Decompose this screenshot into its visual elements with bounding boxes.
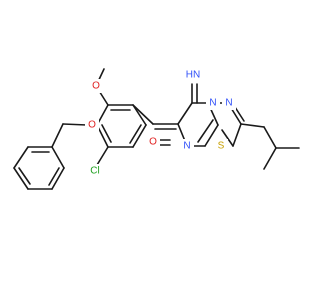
sulfur-label: S — [218, 141, 225, 152]
bond — [263, 126, 277, 149]
bond — [96, 146, 109, 166]
bond — [240, 123, 265, 128]
bond — [132, 124, 147, 148]
bond — [204, 124, 219, 147]
bond — [13, 167, 29, 190]
imine-label: HN — [186, 70, 200, 81]
bond — [197, 119, 214, 143]
chlorine-label: Cl — [90, 166, 99, 177]
bond — [13, 146, 29, 169]
ring-nitrogen-label: N — [225, 98, 232, 109]
methoxy-oxygen-label: O — [92, 81, 100, 92]
bond — [48, 167, 60, 186]
bond — [132, 104, 154, 125]
bond — [232, 123, 242, 147]
molecule-canvas: HN O O Cl N N O N S — [13, 68, 300, 190]
atom-labels: HN O O Cl N N O N S — [85, 68, 236, 178]
bond — [51, 123, 64, 148]
bond — [62, 123, 88, 126]
bond — [51, 146, 65, 169]
ring-nitrogen-label: N — [183, 141, 190, 152]
bond — [132, 104, 147, 126]
bond — [18, 167, 31, 185]
ether-oxygen-label: O — [88, 120, 96, 131]
carbonyl-oxygen-label: O — [149, 137, 157, 148]
bond — [177, 102, 193, 125]
bond — [51, 167, 65, 190]
bond — [221, 129, 234, 147]
bond — [263, 147, 277, 170]
bond — [129, 124, 142, 144]
ring-nitrogen-label: N — [209, 98, 216, 109]
molecule-structure: HN O O Cl N N O N S — [13, 68, 300, 190]
bond — [101, 124, 112, 143]
bonds — [13, 68, 300, 190]
